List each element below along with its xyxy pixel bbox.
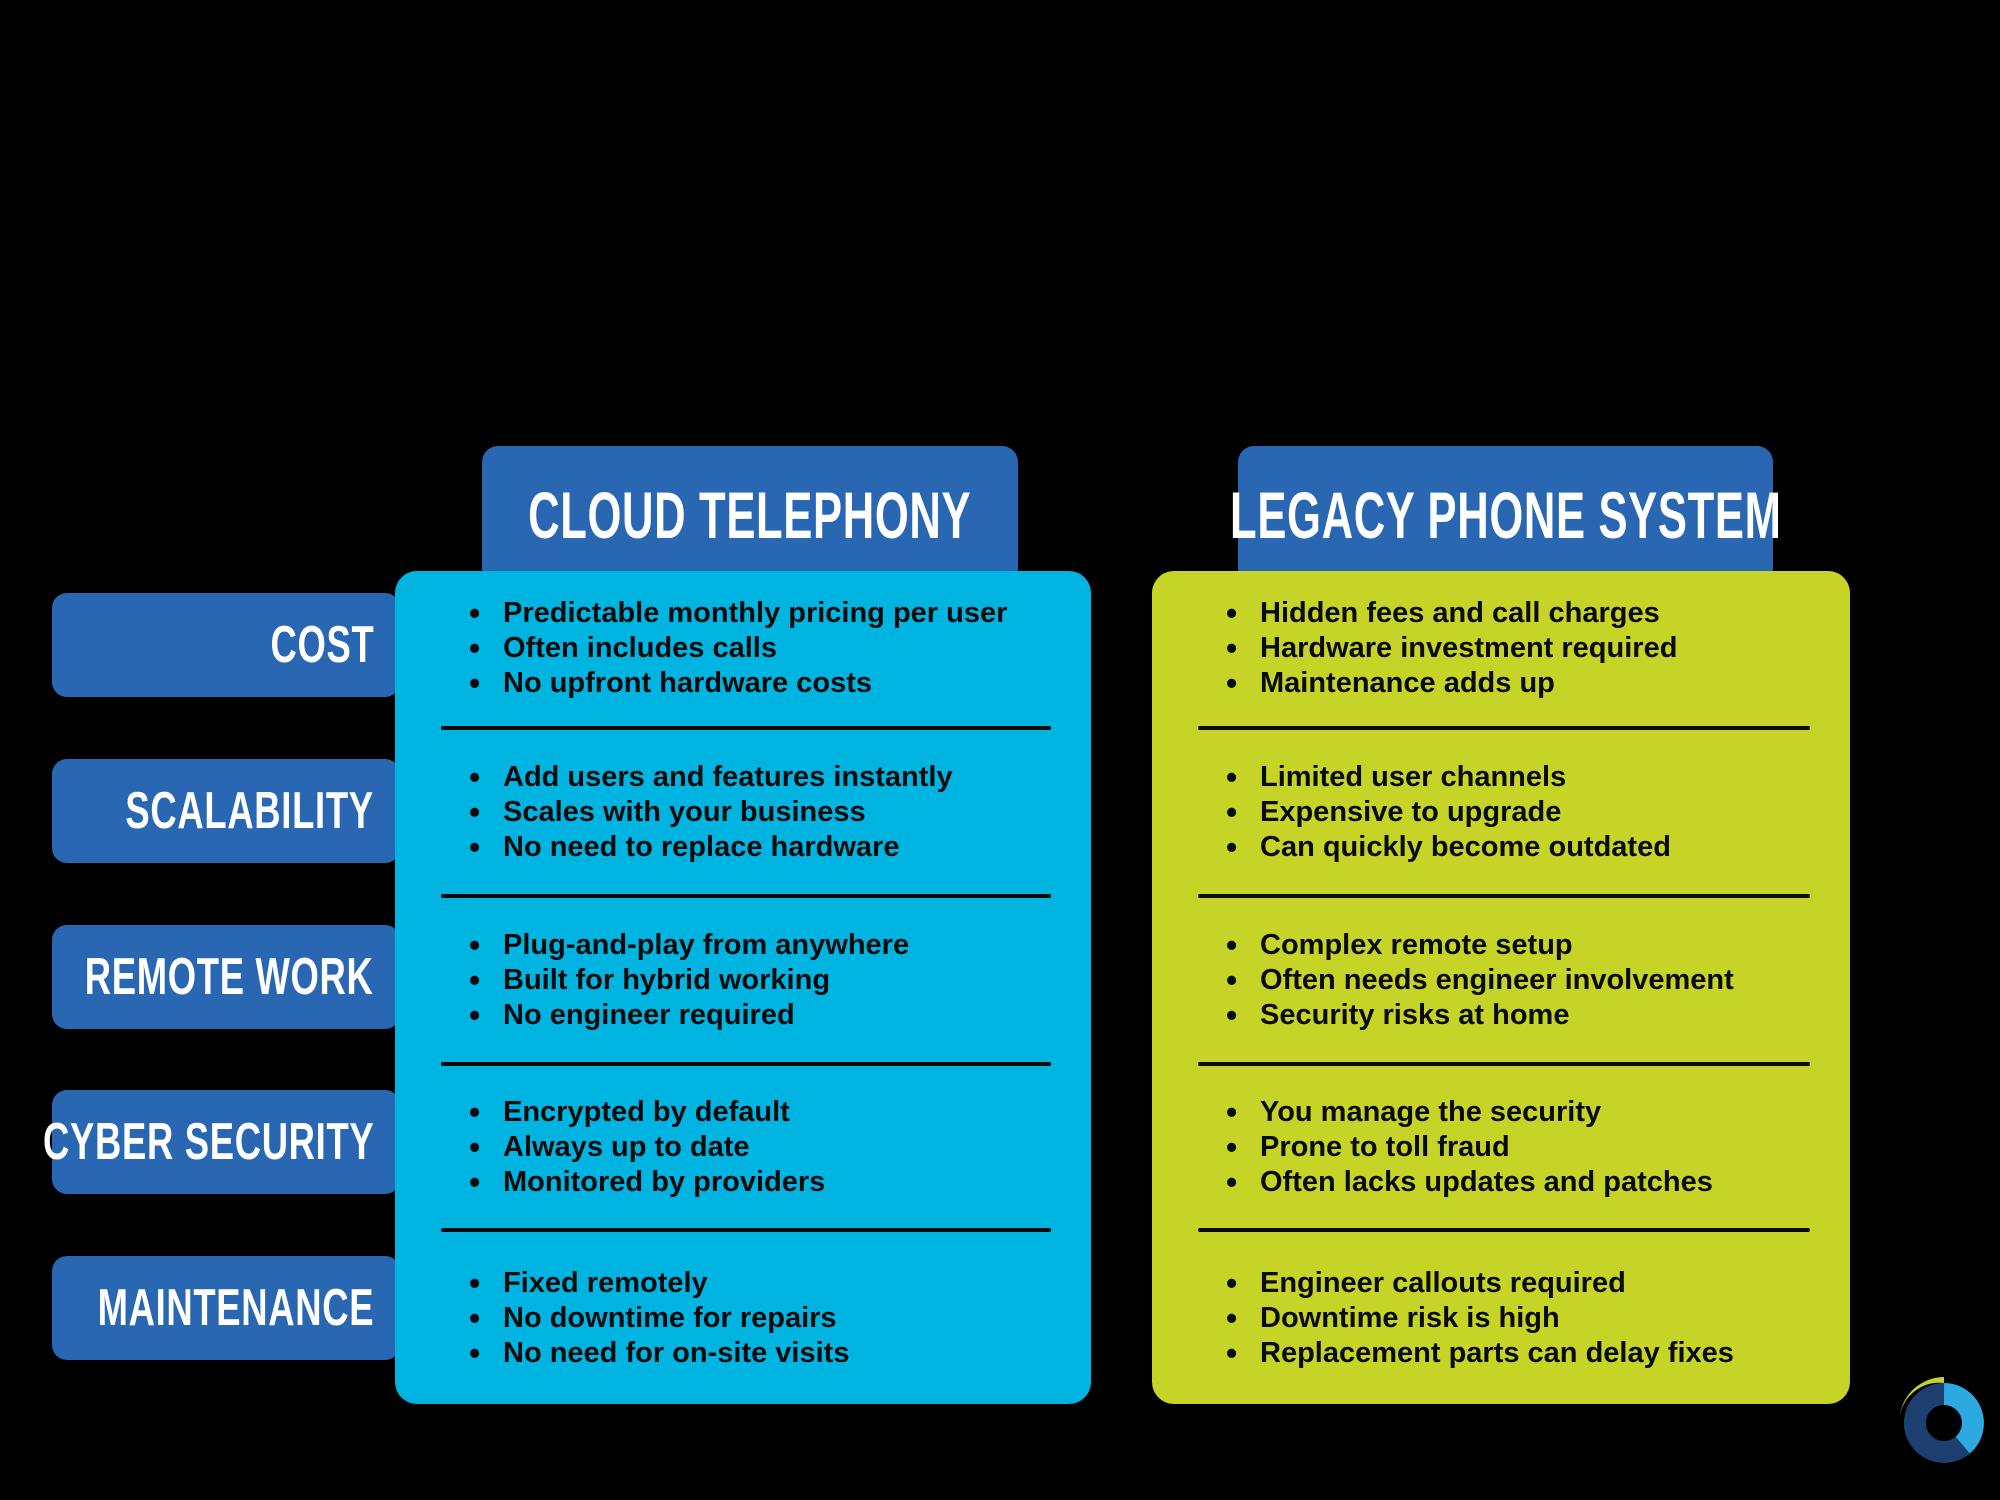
divider-line	[1198, 1062, 1810, 1066]
bullet-item: No need for on-site visits	[451, 1336, 1081, 1371]
bullet-item: You manage the security	[1208, 1095, 1840, 1130]
bullet-item: Monitored by providers	[451, 1165, 1081, 1200]
divider-line	[441, 726, 1051, 730]
bullet-item: Engineer callouts required	[1208, 1266, 1840, 1301]
legacy-cost-cell: Hidden fees and call charges Hardware in…	[1152, 571, 1850, 726]
divider-line	[441, 1062, 1051, 1066]
bullet-item: Expensive to upgrade	[1208, 795, 1840, 830]
bullet-item: Can quickly become outdated	[1208, 830, 1840, 865]
bullet-item: Scales with your business	[451, 795, 1081, 830]
bullet-item: Encrypted by default	[451, 1095, 1081, 1130]
legacy-remote-work-cell: Complex remote setup Often needs enginee…	[1152, 898, 1850, 1062]
cloud-scalability-cell: Add users and features instantly Scales …	[395, 730, 1091, 894]
bullet-item: Fixed remotely	[451, 1266, 1081, 1301]
bullet-item: No engineer required	[451, 998, 1081, 1033]
bullet-item: Often includes calls	[451, 631, 1081, 666]
row-label-cyber-security-text: CYBER SECURITY	[42, 1113, 374, 1171]
bullet-item: No need to replace hardware	[451, 830, 1081, 865]
legacy-phone-panel: Hidden fees and call charges Hardware in…	[1152, 571, 1850, 1404]
divider-line	[1198, 726, 1810, 730]
column-header-cloud: CLOUD TELEPHONY	[482, 446, 1018, 584]
row-label-remote-work: REMOTE WORK	[52, 925, 400, 1029]
row-label-cost: COST	[52, 593, 400, 697]
legacy-cyber-security-cell: You manage the security Prone to toll fr…	[1152, 1066, 1850, 1228]
legacy-maintenance-cell: Engineer callouts required Downtime risk…	[1152, 1232, 1850, 1404]
bullet-item: Hidden fees and call charges	[1208, 596, 1840, 631]
legacy-scalability-cell: Limited user channels Expensive to upgra…	[1152, 730, 1850, 894]
bullet-item: Built for hybrid working	[451, 963, 1081, 998]
divider-line	[1198, 1228, 1810, 1232]
bullet-item: Maintenance adds up	[1208, 666, 1840, 701]
bullet-item: Often lacks updates and patches	[1208, 1165, 1840, 1200]
row-label-scalability: SCALABILITY	[52, 759, 400, 863]
row-label-remote-work-text: REMOTE WORK	[85, 948, 374, 1006]
circle-ring-logo-icon	[1899, 1377, 1984, 1463]
bullet-item: Security risks at home	[1208, 998, 1840, 1033]
column-header-cloud-label: CLOUD TELEPHONY	[528, 478, 972, 552]
bullet-item: Add users and features instantly	[451, 760, 1081, 795]
bullet-item: Prone to toll fraud	[1208, 1130, 1840, 1165]
divider-line	[1198, 894, 1810, 898]
divider-line	[441, 894, 1051, 898]
row-label-cyber-security: CYBER SECURITY	[43, 1090, 400, 1194]
cloud-remote-work-cell: Plug-and-play from anywhere Built for hy…	[395, 898, 1091, 1062]
bullet-item: Complex remote setup	[1208, 928, 1840, 963]
bullet-item: Downtime risk is high	[1208, 1301, 1840, 1336]
row-label-scalability-text: SCALABILITY	[125, 782, 374, 840]
cloud-maintenance-cell: Fixed remotely No downtime for repairs N…	[395, 1232, 1091, 1404]
divider-line	[441, 1228, 1051, 1232]
bullet-item: Predictable monthly pricing per user	[451, 596, 1081, 631]
bullet-item: Often needs engineer involvement	[1208, 963, 1840, 998]
bullet-item: Hardware investment required	[1208, 631, 1840, 666]
bullet-item: Plug-and-play from anywhere	[451, 928, 1081, 963]
cloud-cost-cell: Predictable monthly pricing per user Oft…	[395, 571, 1091, 726]
column-header-legacy-label: LEGACY PHONE SYSTEM	[1229, 478, 1782, 552]
bullet-item: No downtime for repairs	[451, 1301, 1081, 1336]
row-label-maintenance: MAINTENANCE	[52, 1256, 400, 1360]
bullet-item: Always up to date	[451, 1130, 1081, 1165]
row-label-maintenance-text: MAINTENANCE	[97, 1279, 374, 1337]
cloud-telephony-panel: Predictable monthly pricing per user Oft…	[395, 571, 1091, 1404]
bullet-item: Replacement parts can delay fixes	[1208, 1336, 1840, 1371]
row-label-cost-text: COST	[270, 616, 374, 674]
column-header-legacy: LEGACY PHONE SYSTEM	[1230, 446, 1781, 584]
bullet-item: Limited user channels	[1208, 760, 1840, 795]
cloud-cyber-security-cell: Encrypted by default Always up to date M…	[395, 1066, 1091, 1228]
bullet-item: No upfront hardware costs	[451, 666, 1081, 701]
